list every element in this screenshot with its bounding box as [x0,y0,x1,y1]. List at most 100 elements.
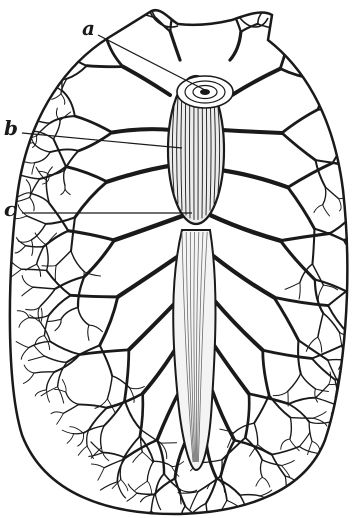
gut-branch [23,373,34,383]
gut-branch [325,187,338,199]
gut-branch [89,325,102,332]
gut-branch [43,48,52,53]
gut-branch [65,8,76,12]
gut-branch [280,233,329,240]
gut-branch [299,283,300,299]
gut-branch [100,297,118,345]
gut-branch [330,210,355,234]
gut-branch [327,4,336,10]
gut-branch [32,163,35,175]
gut-branch [147,481,152,494]
gut-branch [334,98,347,109]
gut-branch [25,112,34,120]
gut-branch [290,418,291,439]
leader-line-b [22,133,182,148]
gut-branch [318,313,323,337]
gut-branch [351,361,355,368]
gut-branch [315,280,349,293]
gut-branch [349,289,355,293]
gut-branch [22,276,33,288]
gut-branch [346,94,355,109]
gut-branch [348,334,355,341]
gut-branch [71,251,84,272]
gut-branch [21,347,29,359]
gut-branch [274,297,299,340]
gut-branch [301,373,316,388]
gut-branch [221,476,227,500]
gut-branch [46,180,49,203]
mouth-organ [177,76,233,108]
label-a: a [82,18,95,38]
gut-branch [344,156,355,165]
gut-branch [212,390,234,440]
gut-branch [332,97,349,99]
gut-branch [213,1,223,3]
gut-branch [263,350,269,395]
gut-branch [47,319,61,321]
gut-branch [88,325,89,340]
gut-branch [30,197,35,210]
gut-branch [281,439,290,449]
gut-branch [143,345,178,394]
gut-branch [136,8,142,15]
gut-branch [307,441,312,454]
gut-branch [35,152,50,163]
gut-branch [214,300,263,350]
gut-branch [350,94,355,100]
gut-branch [347,107,355,120]
gut-branch [41,387,58,396]
gut-branch [87,66,123,67]
gut-branch [22,287,33,296]
gut-branch [347,357,355,372]
gut-branch [76,0,79,12]
gut-branch [127,493,137,501]
gut-branch [350,125,355,133]
gut-branch [61,29,70,35]
gut-branch [343,345,355,348]
gut-branch [44,356,66,362]
gut-branch [289,404,309,422]
gut-branch [223,3,233,12]
gut-branch [151,494,154,511]
gut-branch [290,418,313,419]
gut-branch [121,479,128,490]
gut-branch [180,490,196,492]
gut-branch [350,54,355,59]
gut-branch [91,464,104,468]
gut-branch [34,346,44,356]
gut-branch [50,149,78,152]
gut-branch [274,297,328,305]
gut-branch [39,70,49,78]
gut-branch [46,245,48,270]
gut-branch [130,386,145,388]
gut-branch [341,59,350,73]
gut-branch [288,163,333,187]
gut-branch [346,65,349,77]
gut-branch [260,460,262,477]
gut-branch [63,25,68,35]
gut-branch [58,387,64,403]
gut-branch [33,287,55,289]
gut-branch [280,241,314,280]
gut-branch [39,78,49,84]
gut-branch [129,300,178,350]
gut-branch [112,129,172,132]
gut-branch [55,265,56,280]
gut-branch [309,422,329,424]
gut-branch [67,434,73,444]
gut-branch [106,37,123,67]
gut-branch [339,199,341,211]
gut-branch [107,165,175,182]
gut-branch [133,452,142,462]
gut-branch [291,11,310,31]
gut-branch [339,332,355,338]
gut-branch [101,0,108,13]
gut-branch [31,240,32,256]
gut-branch [155,495,160,510]
gut-branch [65,186,70,195]
gut-branch [233,12,241,32]
gut-branch [79,404,107,407]
gut-branch [26,246,44,247]
gut-branch [157,390,180,440]
